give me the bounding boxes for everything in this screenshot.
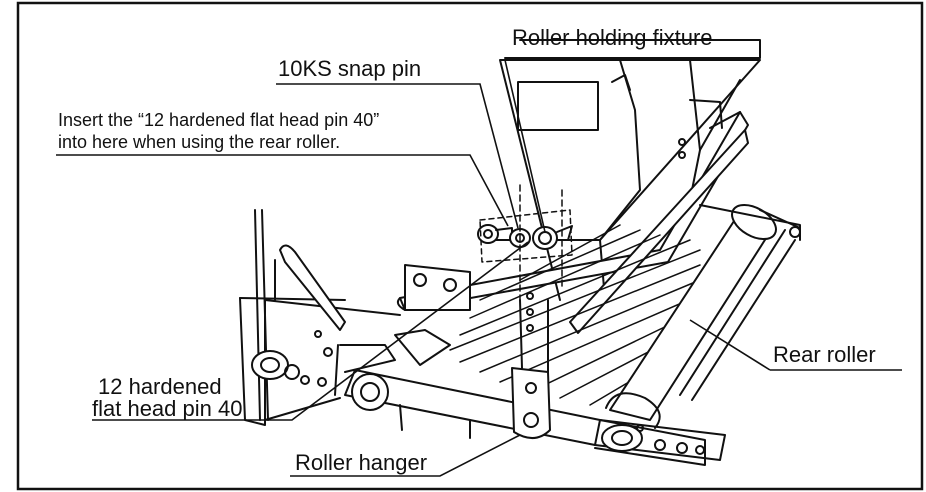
leader-lines	[56, 59, 902, 477]
leader-rear-roller	[689, 319, 902, 371]
callout-labels: Roller holding fixture 10KS snap pin Ins…	[58, 25, 876, 475]
leader-snap-pin	[276, 83, 519, 229]
leader-flat-head-pin	[92, 241, 529, 421]
label-snap-pin: 10KS snap pin	[278, 56, 421, 81]
label-flat-head-pin-line1: 12 hardened	[98, 374, 222, 399]
label-instruction-line1: Insert the “12 hardened flat head pin 40…	[58, 110, 379, 130]
left-frame	[239, 209, 401, 426]
label-roller-holding-fixture: Roller holding fixture	[512, 25, 713, 50]
leader-roller-holding-fixture	[504, 59, 758, 233]
front-bracket	[594, 419, 706, 466]
leader-instruction	[56, 154, 509, 227]
machine-body	[499, 39, 761, 301]
leader-roller-hanger	[290, 434, 521, 477]
label-rear-roller: Rear roller	[773, 342, 876, 367]
rear-roller	[605, 203, 801, 429]
machine-illustration	[239, 39, 801, 466]
guide-rod-frame	[396, 111, 749, 334]
label-instruction-line2: into here when using the rear roller.	[58, 132, 340, 152]
label-flat-head-pin-line2: flat head pin 40	[92, 396, 242, 421]
label-roller-hanger: Roller hanger	[295, 450, 427, 475]
